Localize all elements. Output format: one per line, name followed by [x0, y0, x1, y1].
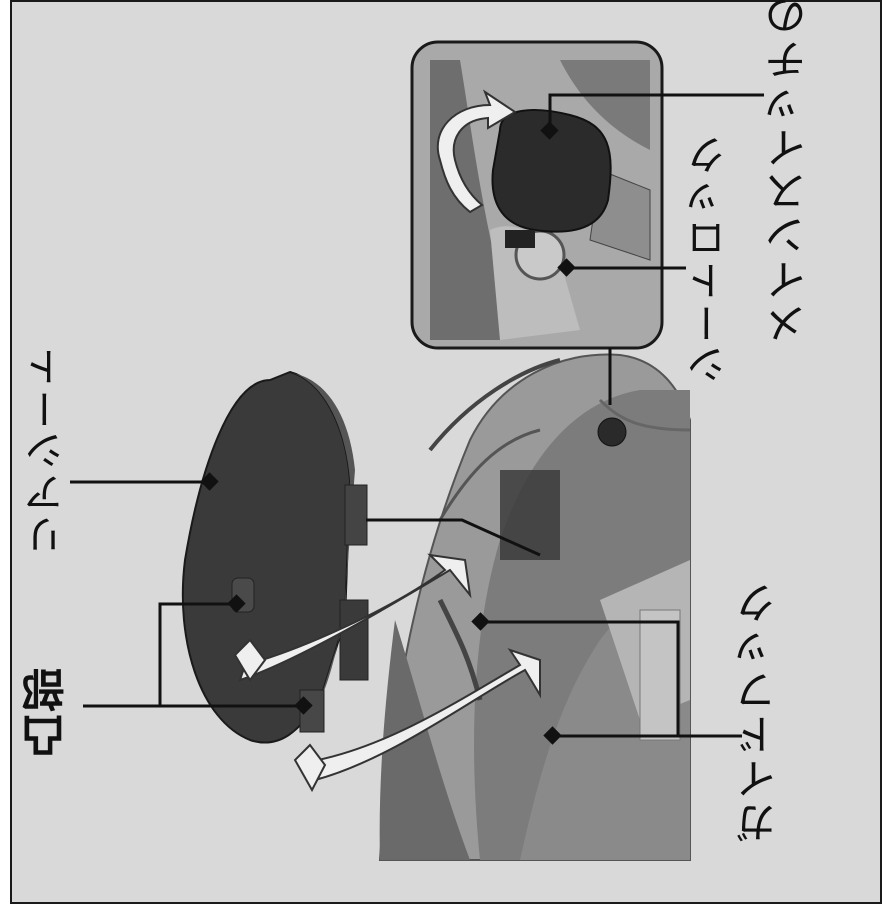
label-seat-lock: シートロック [690, 133, 730, 385]
rear-seat-shape [183, 372, 368, 743]
label-guide-hook: ガイドフック [738, 580, 780, 844]
label-rear-seat: リアシート [28, 345, 68, 555]
label-boss: 凸部 [26, 666, 70, 758]
motorcycle-body [380, 354, 690, 860]
label-main-switch-key: メインスイッチのキー [768, 45, 810, 345]
